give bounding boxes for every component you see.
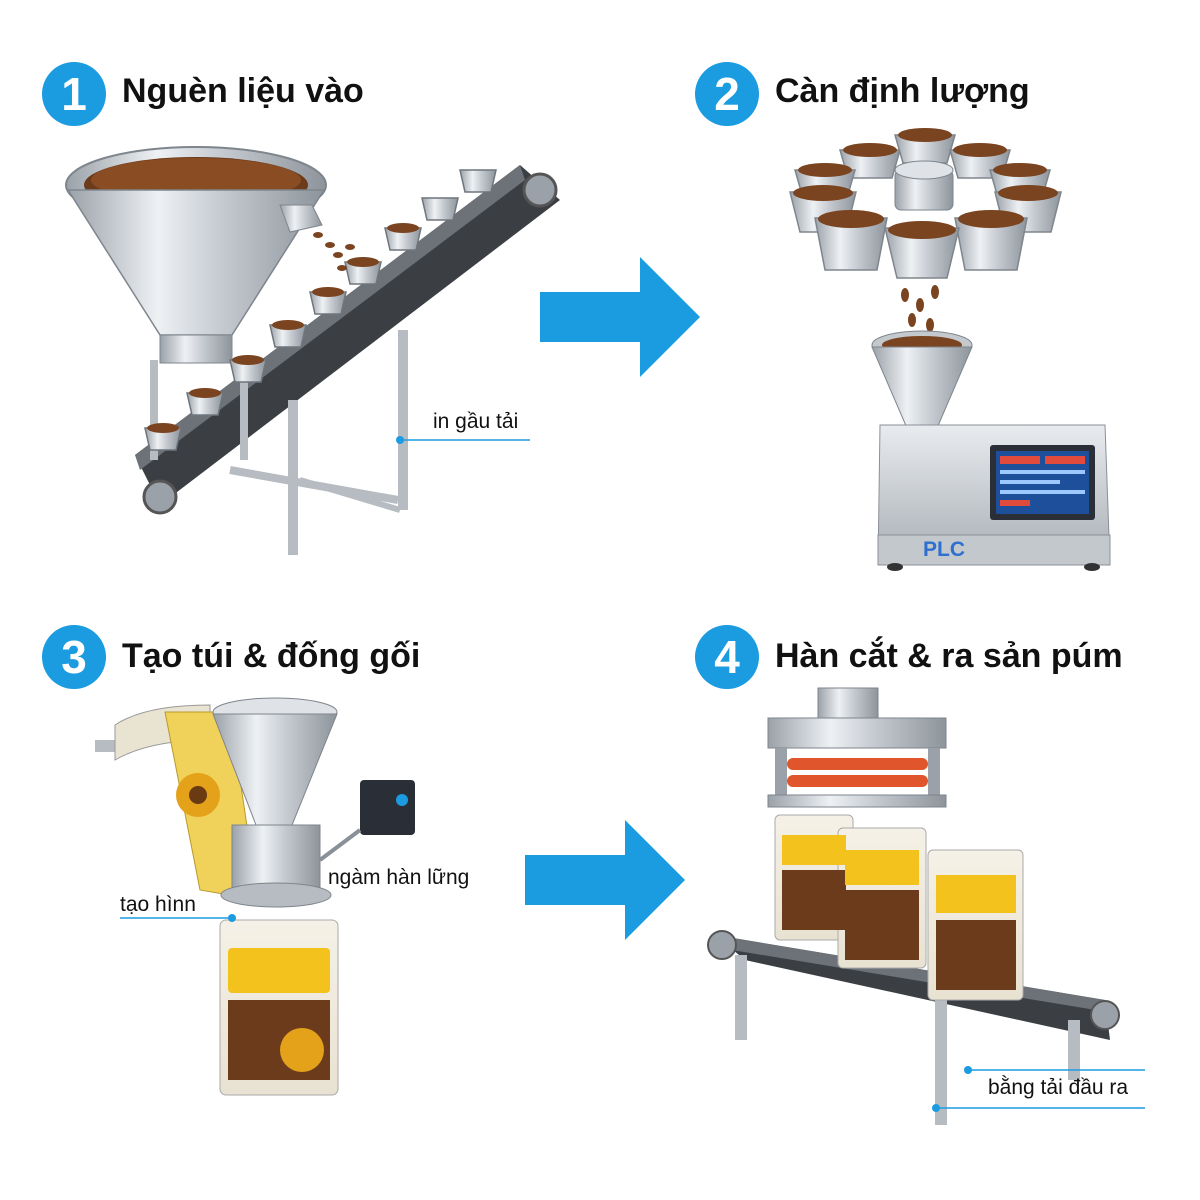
step-2-title: Càn định lượng bbox=[775, 72, 1030, 110]
plc-label: PLC bbox=[923, 538, 965, 561]
callout-forming: tạo hìnn bbox=[120, 893, 196, 916]
callout-output-conveyor: bằng tải đầu ra bbox=[988, 1076, 1129, 1099]
callout-sealing-jaw: ngàm hàn lững bbox=[328, 866, 470, 889]
step4-machine bbox=[707, 687, 1120, 1125]
step-3-badge: 3 bbox=[42, 625, 106, 689]
step-1-badge: 1 bbox=[42, 62, 106, 126]
step1-machine bbox=[65, 146, 560, 555]
step-3-title: Tạo túi & đống gối bbox=[122, 637, 421, 675]
step-4-title: Hàn cắt & ra sản púm bbox=[775, 637, 1123, 675]
step-4-badge: 4 bbox=[695, 625, 759, 689]
step-2-badge: 2 bbox=[695, 62, 759, 126]
callout-bucket-conveyor: in gầu tải bbox=[433, 410, 519, 433]
step2-machine bbox=[789, 128, 1111, 571]
step-1-title: Nguèn liệu vào bbox=[122, 72, 364, 110]
arrow-right-icon bbox=[540, 257, 700, 377]
step3-machine bbox=[95, 697, 415, 1096]
arrow-right-icon bbox=[525, 820, 685, 940]
